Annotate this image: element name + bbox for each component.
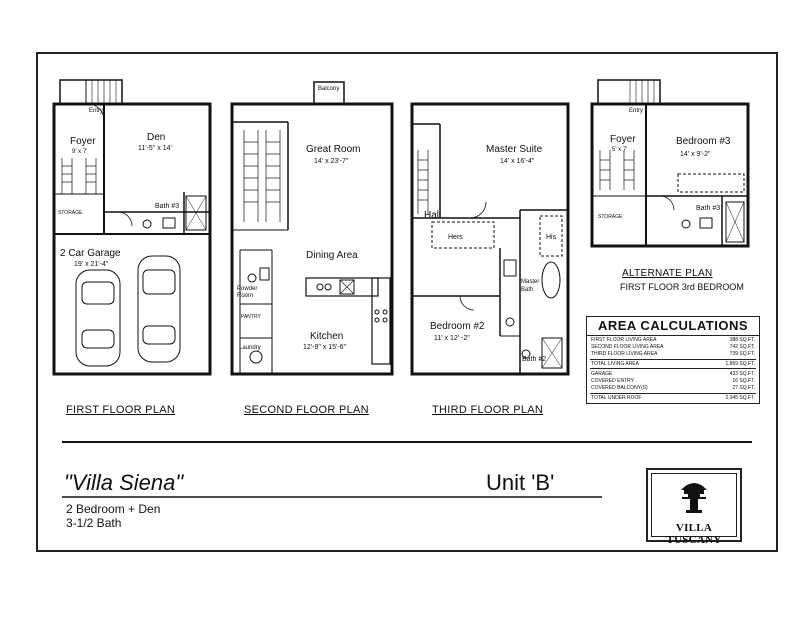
master-suite-dimension: 14' x 16'-4" (500, 158, 535, 165)
balcony-label: Balcony (318, 86, 340, 92)
area-calculations-title: AREA CALCULATIONS (587, 318, 759, 336)
powder-room-label: Powder Room (237, 286, 258, 299)
kitchen-label: Kitchen (310, 331, 344, 342)
laundry-label: Laundry (239, 345, 261, 351)
den-dimension: 11'-5" x 14' (138, 145, 172, 152)
unit-name: Unit 'B' (486, 470, 555, 495)
alternate-plan-subtitle: FIRST FLOOR 3rd BEDROOM (620, 282, 744, 292)
foyer-label: Foyer (70, 136, 96, 147)
bedroom-2-dimension: 11' x 12' -2" (434, 335, 470, 342)
table-divider (590, 368, 756, 369)
third-floor-plan-title: THIRD FLOOR PLAN (432, 404, 544, 416)
alt-storage-label: STORAGE (598, 214, 623, 220)
pantry-label: PANTRY (241, 314, 261, 320)
bedroom-2-label: Bedroom #2 (430, 321, 485, 332)
bath-3-label: Bath #3 (155, 203, 180, 210)
hers-closet-label: Hers (448, 234, 463, 241)
dining-area-label: Dining Area (306, 250, 358, 261)
villa-tuscany-logo: VILLA TUSCANY (646, 468, 742, 546)
alt-bath-3-label: Bath #3 (696, 205, 721, 212)
great-room-label: Great Room (306, 144, 361, 155)
alt-foyer-label: Foyer (610, 134, 636, 145)
his-closet-label: His (546, 234, 557, 241)
logo-emblem-icon (681, 483, 707, 513)
storage-label: STORAGE (58, 210, 83, 216)
logo-text: VILLA TUSCANY (666, 522, 722, 546)
garage-dimension: 19' x 21'-4" (74, 261, 109, 268)
third-floor-plan-walls (410, 102, 570, 376)
area-calculations-table: AREA CALCULATIONS FIRST FLOOR LIVING ARE… (586, 316, 760, 404)
alt-entry-label: Entry (629, 108, 644, 114)
garage-label: 2 Car Garage (60, 248, 121, 259)
second-floor-plan-title: SECOND FLOOR PLAN (244, 404, 369, 416)
bedroom-3-label: Bedroom #3 (676, 136, 731, 147)
first-floor-plan-title: FIRST FLOOR PLAN (66, 404, 176, 416)
unit-bedrooms: 2 Bedroom + Den (66, 502, 161, 516)
table-divider (590, 393, 756, 394)
bedroom-3-dimension: 14' x 9'-2" (680, 151, 711, 158)
entry-label: Entry (89, 108, 104, 114)
master-suite-label: Master Suite (486, 144, 543, 155)
hall-label: Hall (424, 210, 442, 221)
table-row: COVERED BALCONY(S)27 SQ.FT. (591, 385, 755, 391)
master-bath-label: Master Bath (521, 279, 540, 293)
foyer-dimension: 9' x 7' (72, 149, 88, 155)
alternate-plan-title: ALTERNATE PLAN (622, 268, 713, 279)
drawing-sheet-border (36, 52, 778, 552)
alternate-plan-walls (590, 79, 750, 248)
table-divider (590, 359, 756, 360)
den-label: Den (147, 132, 166, 143)
bath-2-label: Bath #2 (522, 356, 547, 363)
unit-baths: 3-1/2 Bath (66, 516, 122, 530)
kitchen-dimension: 12'-9" x 15'-6" (303, 344, 347, 351)
project-name: "Villa Siena" (64, 470, 184, 495)
second-floor-plan-walls (230, 81, 394, 376)
great-room-dimension: 14' x 23'-7" (314, 158, 349, 165)
alt-foyer-dimension: 5' x 7' (612, 147, 628, 153)
first-floor-plan-walls (52, 79, 212, 376)
